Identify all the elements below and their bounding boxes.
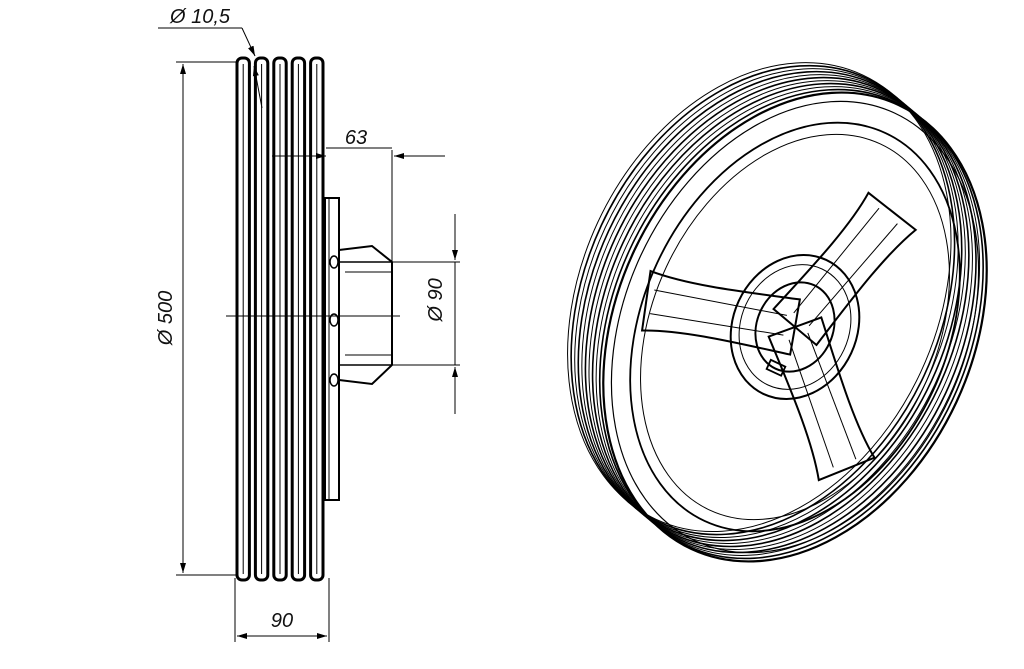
bore-diameter-label: Ø 90 (425, 278, 447, 322)
rim-groove-ring (591, 82, 977, 554)
keyway (765, 358, 787, 377)
rim-groove-ring (570, 64, 956, 536)
groove-stack (235, 56, 325, 582)
rim-groove-ring (588, 80, 973, 550)
rim-groove-ring (598, 88, 984, 560)
rim-groove-ring (584, 76, 970, 548)
hub-plate (324, 197, 340, 501)
groove-diameter-label: Ø 10,5 (169, 6, 231, 28)
groove-ring (309, 56, 325, 582)
bore-diameter-dimension: Ø 90 (425, 214, 458, 414)
pulley-hub (729, 253, 861, 401)
rim-groove-ring (567, 62, 952, 533)
groove-ring (235, 56, 251, 582)
outer-diameter-dimension: Ø 500 (155, 64, 186, 573)
pulley-spokes (640, 191, 918, 482)
hub-offset-label: 63 (345, 127, 367, 149)
groove-ring (253, 56, 270, 582)
groove-ring (272, 56, 288, 582)
rim-groove-ring (581, 74, 966, 545)
pulley-rim (567, 62, 984, 560)
pulley-side-view: Ø 500 90 63 Ø 90 Ø 10,5 (155, 6, 460, 642)
face-width-dimension: 90 (237, 610, 327, 639)
outer-diameter-label: Ø 500 (155, 291, 177, 346)
groove-diameter-dimension: Ø 10,5 (158, 6, 263, 109)
rim-groove-ring (574, 68, 959, 539)
hub-offset-dimension: 63 (272, 127, 445, 159)
groove-ring (290, 56, 307, 582)
rim-groove-ring (595, 86, 981, 556)
pulley-isometric-view (567, 62, 988, 563)
extension-lines (176, 61, 460, 642)
rim-groove-ring (577, 70, 963, 542)
face-width-label: 90 (271, 610, 293, 632)
